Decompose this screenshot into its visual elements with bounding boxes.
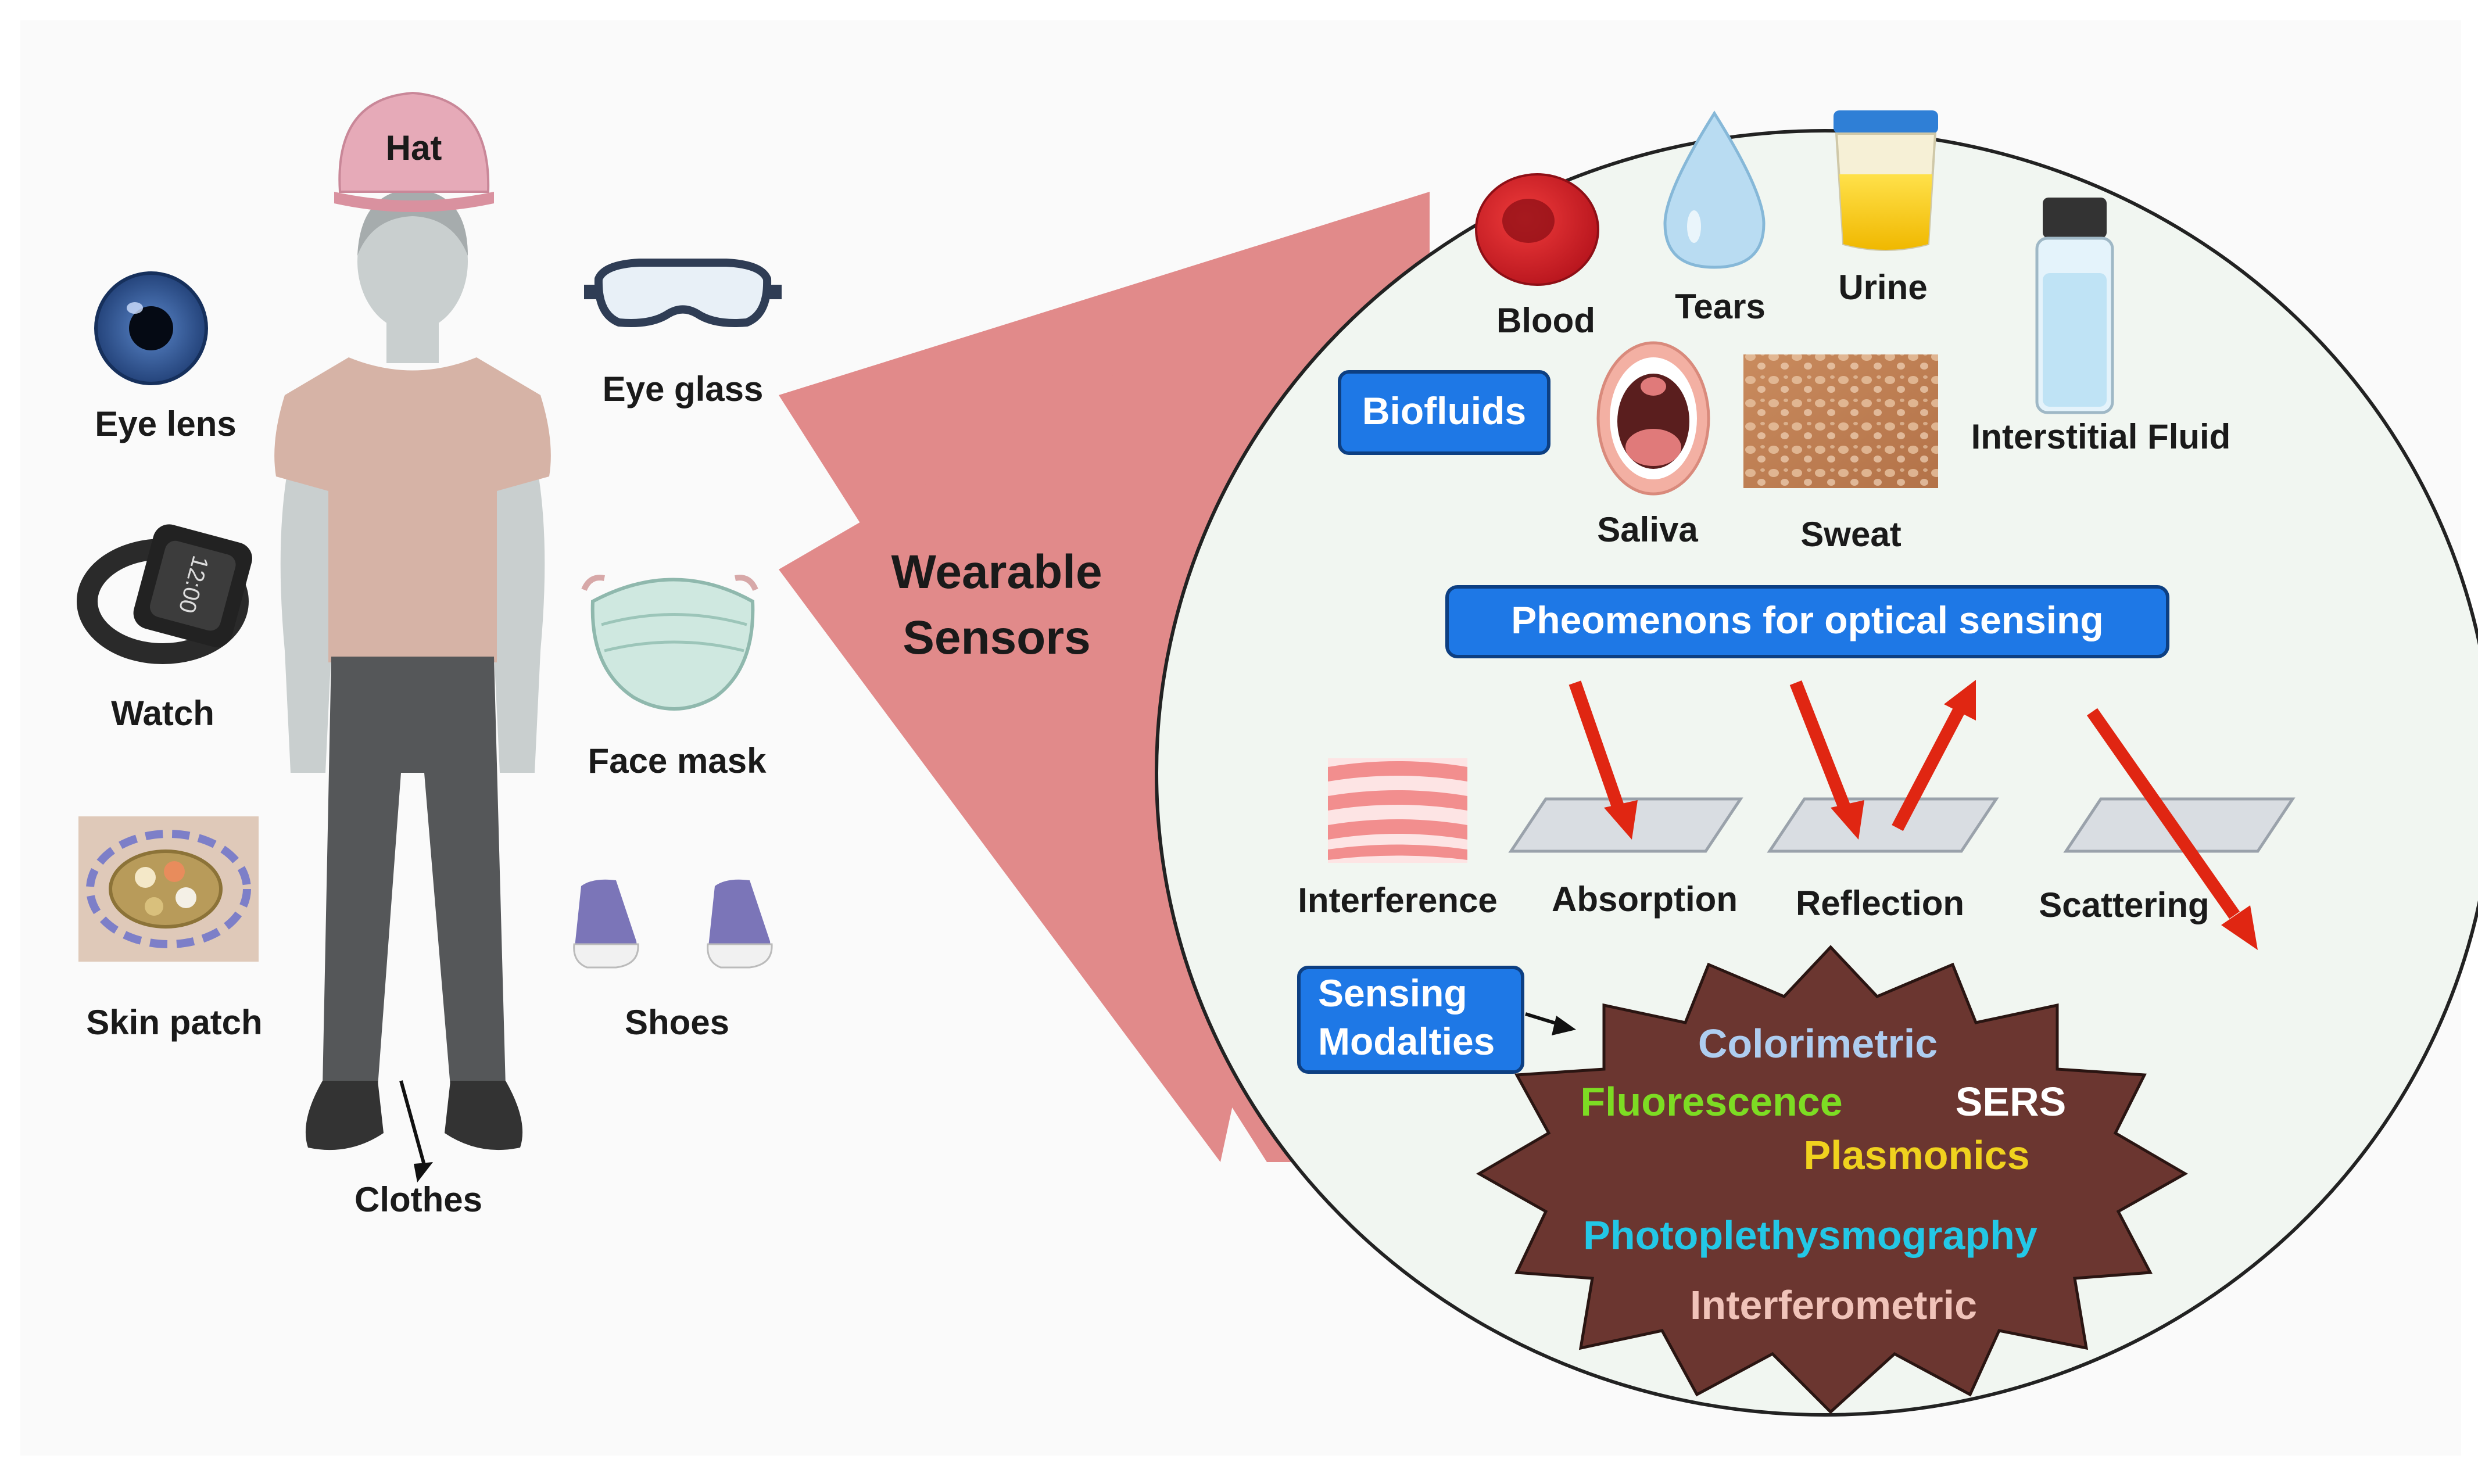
sensing-modalities-tag: Sensing Modalties	[1297, 966, 1524, 1074]
modality-plasmonics: Plasmonics	[1803, 1132, 2029, 1178]
reflection-icon	[1767, 680, 1999, 853]
modalities-burst	[1476, 945, 2189, 1414]
person-tshirt	[274, 357, 551, 662]
saliva-label: Saliva	[1597, 510, 1698, 549]
hat-icon	[334, 91, 494, 212]
title-line1: Wearable	[891, 546, 1102, 598]
reflection-label: Reflection	[1796, 884, 1964, 923]
sensing-tag-line2: Modalties	[1318, 1020, 1495, 1063]
sensing-tag-line1: Sensing	[1318, 972, 1467, 1015]
face-mask-label: Face mask	[588, 741, 767, 780]
person-pants	[323, 657, 506, 1087]
blood-icon	[1475, 173, 1599, 286]
modality-ppg: Photoplethysmography	[1583, 1213, 2037, 1258]
urine-label: Urine	[1838, 268, 1927, 307]
sweat-skin-icon	[1743, 354, 1938, 488]
shoes-label: Shoes	[625, 1003, 729, 1042]
tears-label: Tears	[1675, 287, 1766, 326]
watch-icon: 12:00	[77, 524, 252, 664]
face-mask-icon	[581, 575, 758, 711]
eye-lens-label: Eye lens	[95, 404, 237, 443]
absorption-icon	[1508, 680, 1743, 853]
skin-patch-label: Skin patch	[86, 1003, 262, 1042]
modality-fluorescence: Fluorescence	[1580, 1079, 1842, 1124]
blood-label: Blood	[1496, 301, 1595, 340]
eye-lens-icon	[94, 271, 208, 385]
hat-label: Hat	[386, 128, 442, 167]
scattering-icon	[2063, 708, 2296, 950]
modality-colorimetric: Colorimetric	[1698, 1021, 1938, 1066]
skin-patch-icon	[78, 816, 259, 962]
interference-icon	[1328, 758, 1467, 863]
urine-cup-icon	[1834, 110, 1938, 251]
watch-label: Watch	[111, 694, 214, 733]
person-head	[357, 192, 468, 331]
person-right-arm	[482, 442, 545, 773]
clothes-label: Clothes	[354, 1180, 482, 1219]
title-line2: Sensors	[903, 611, 1091, 664]
biofluids-tag: Biofluids	[1338, 370, 1550, 455]
absorption-label: Absorption	[1552, 880, 1738, 919]
interstitial-label: Interstitial Fluid	[1971, 417, 2231, 456]
person-right-shoe	[445, 1081, 523, 1150]
shoes-icon	[573, 879, 773, 969]
eye-glass-icon	[584, 259, 782, 327]
phenomena-header-label: Pheomenons for optical sensing	[1511, 598, 2104, 641]
person-left-arm	[280, 442, 343, 773]
modality-sers: SERS	[1956, 1079, 2067, 1124]
tear-drop-icon	[1663, 110, 1766, 269]
saliva-mouth-icon	[1596, 341, 1710, 496]
clothes-pointer	[399, 1080, 426, 1166]
modality-interferometric: Interferometric	[1690, 1282, 1977, 1328]
sweat-label: Sweat	[1800, 515, 1901, 554]
eye-glass-label: Eye glass	[603, 370, 764, 408]
phenomena-header: Pheomenons for optical sensing	[1445, 585, 2169, 658]
scattering-label: Scattering	[2039, 886, 2209, 924]
interference-label: Interference	[1298, 881, 1497, 920]
interstitial-vial-icon	[2035, 198, 2114, 414]
biofluids-tag-label: Biofluids	[1362, 389, 1526, 432]
person-left-shoe	[305, 1081, 384, 1150]
